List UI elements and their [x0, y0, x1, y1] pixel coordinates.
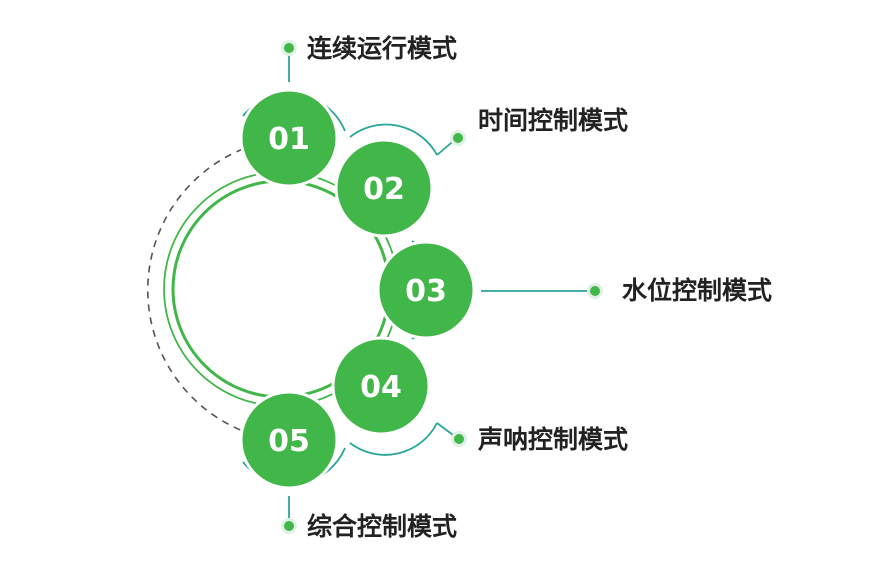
label-04: 声呐控制模式	[478, 425, 628, 454]
label-01: 连续运行模式	[307, 34, 457, 63]
connector-dot-03	[587, 283, 603, 299]
connector-dot-04	[451, 431, 467, 447]
label-03: 水位控制模式	[622, 276, 772, 305]
node-01: 01	[239, 88, 339, 188]
node-04: 04	[331, 336, 431, 436]
outer-dashed-arc	[146, 148, 244, 432]
connector-dot-01	[281, 40, 297, 56]
node-04-number: 04	[360, 370, 402, 405]
label-05: 综合控制模式	[307, 512, 457, 541]
connector-dot-02	[450, 130, 466, 146]
node-05-number: 05	[268, 424, 310, 459]
node-02: 02	[334, 138, 434, 238]
node-05: 05	[239, 390, 339, 490]
node-outline-02	[349, 123, 438, 156]
node-outline-04	[349, 422, 438, 456]
node-02-number: 02	[363, 172, 405, 207]
node-01-number: 01	[268, 122, 310, 157]
node-03-number: 03	[405, 274, 447, 309]
label-02: 时间控制模式	[478, 106, 628, 135]
connector-dot-05	[281, 518, 297, 534]
node-03: 03	[376, 240, 476, 340]
